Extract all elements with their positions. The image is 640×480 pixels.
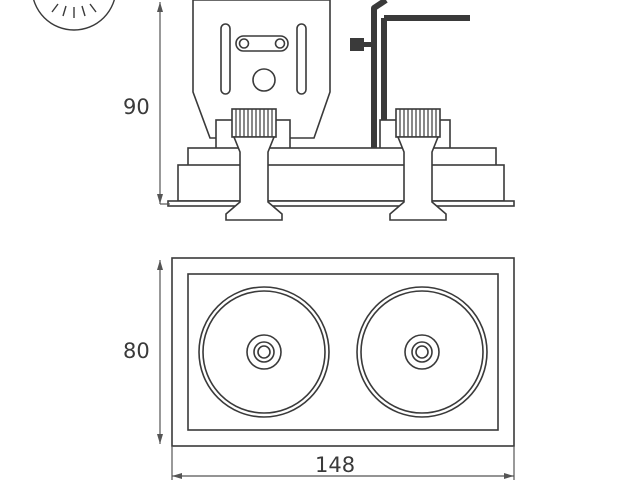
depth-label: 80: [123, 339, 150, 363]
side-view: [167, 0, 515, 221]
bezel-flange: [167, 200, 515, 207]
downlight-left: [198, 286, 330, 418]
frame-outer: [171, 257, 515, 447]
housing-body: [177, 164, 505, 202]
height-label: 90: [123, 95, 150, 119]
height-dimension: [157, 2, 170, 205]
width-label: 148: [315, 453, 355, 477]
bracket-slot-right: [296, 23, 307, 95]
bracket-hole: [252, 68, 276, 92]
top-view: [171, 257, 515, 447]
depth-dimension: [157, 260, 163, 444]
housing-top: [187, 147, 497, 167]
led-module-left: [225, 108, 283, 221]
spring-clip: [371, 0, 388, 148]
downlight-right: [356, 286, 488, 418]
light-beam-icon: [33, 0, 115, 31]
bracket-slot-horizontal: [235, 35, 289, 52]
frame-inner: [187, 273, 499, 431]
led-module-right: [389, 108, 447, 221]
width-dimension: [171, 446, 515, 480]
bracket-slot-left: [220, 23, 231, 95]
